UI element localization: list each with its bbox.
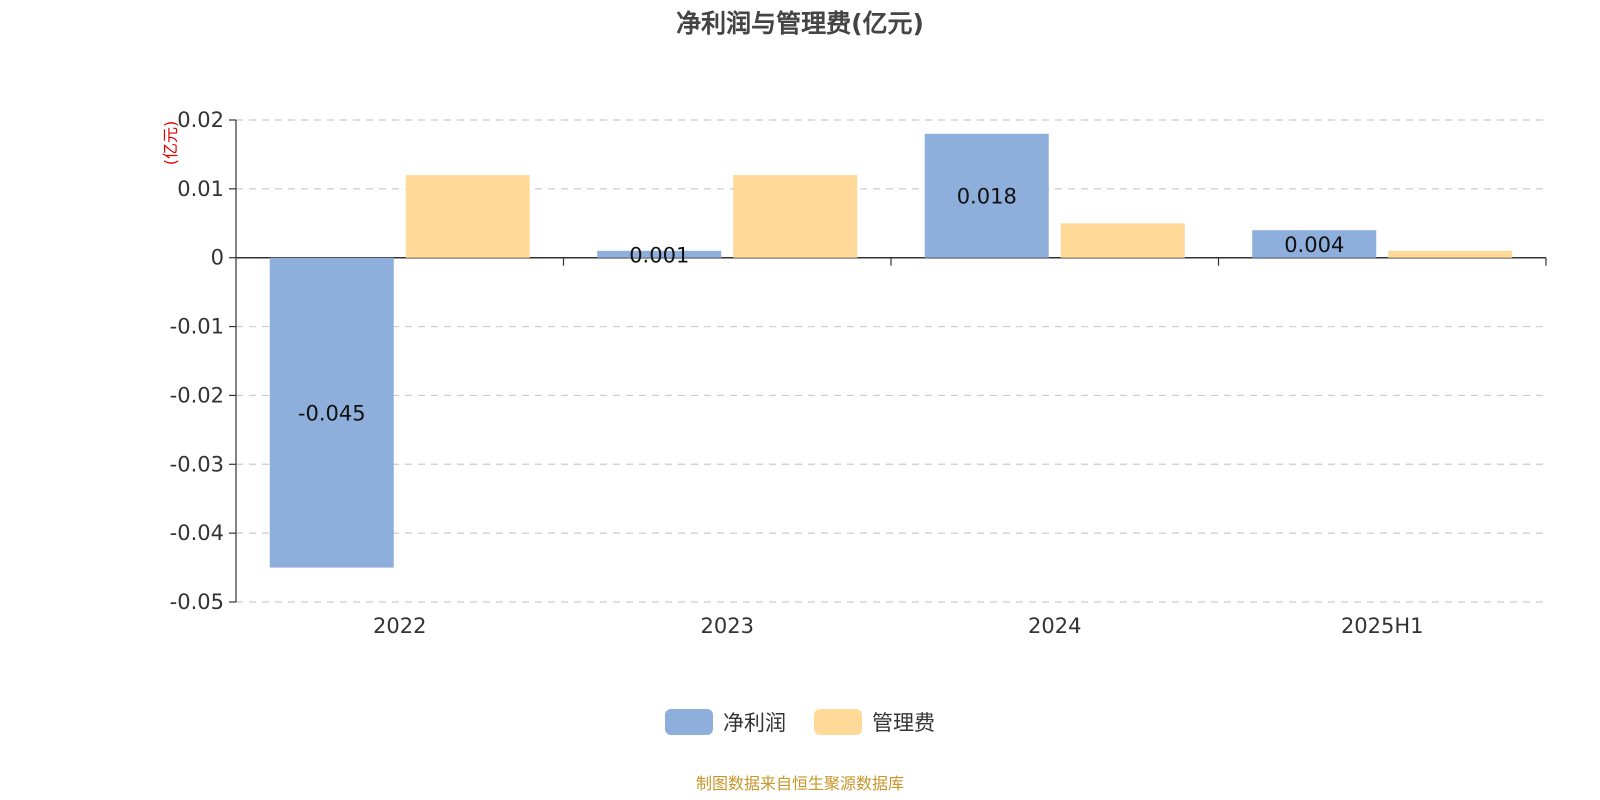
data-label: 0.001	[629, 243, 689, 267]
x-tick-label: 2025H1	[1341, 614, 1424, 638]
x-tick-label: 2024	[1028, 614, 1081, 638]
y-tick-label: 0.02	[177, 108, 224, 132]
y-tick-label: -0.02	[170, 383, 224, 407]
data-label: -0.045	[298, 402, 366, 426]
bar[interactable]	[924, 133, 1049, 258]
legend-swatch	[814, 709, 862, 735]
data-label: 0.004	[1284, 233, 1344, 257]
source-note: 制图数据来自恒生聚源数据库	[695, 774, 904, 793]
y-tick-label: -0.05	[170, 590, 224, 614]
bar[interactable]	[405, 175, 530, 258]
chart-title: 净利润与管理费(亿元)	[676, 9, 924, 38]
bar[interactable]	[1060, 223, 1185, 258]
legend-label: 管理费	[872, 711, 935, 735]
legend-swatch	[665, 709, 713, 735]
bar[interactable]	[733, 175, 858, 258]
bars	[269, 133, 1513, 568]
legend-label: 净利润	[723, 711, 786, 735]
y-tick-label: 0.01	[177, 177, 224, 201]
legend-item[interactable]: 净利润	[665, 707, 786, 737]
y-tick-label: 0	[211, 246, 224, 270]
grid-lines	[236, 119, 1546, 603]
legend: 净利润 管理费	[0, 707, 1600, 737]
x-tick-label: 2022	[373, 614, 426, 638]
bar[interactable]	[1388, 250, 1513, 258]
y-tick-label: -0.04	[170, 521, 224, 545]
y-axis-unit-label: (亿元)	[161, 121, 180, 166]
bar[interactable]	[1252, 230, 1377, 258]
data-labels: -0.045 0.001 0.018 0.004	[298, 185, 1344, 426]
legend-item[interactable]: 管理费	[814, 707, 935, 737]
x-tick-label: 2023	[701, 614, 754, 638]
bar[interactable]	[269, 257, 394, 568]
y-tick-label: -0.01	[170, 315, 224, 339]
y-tick-label: -0.03	[170, 452, 224, 476]
bar[interactable]	[597, 250, 722, 258]
data-label: 0.018	[957, 185, 1017, 209]
